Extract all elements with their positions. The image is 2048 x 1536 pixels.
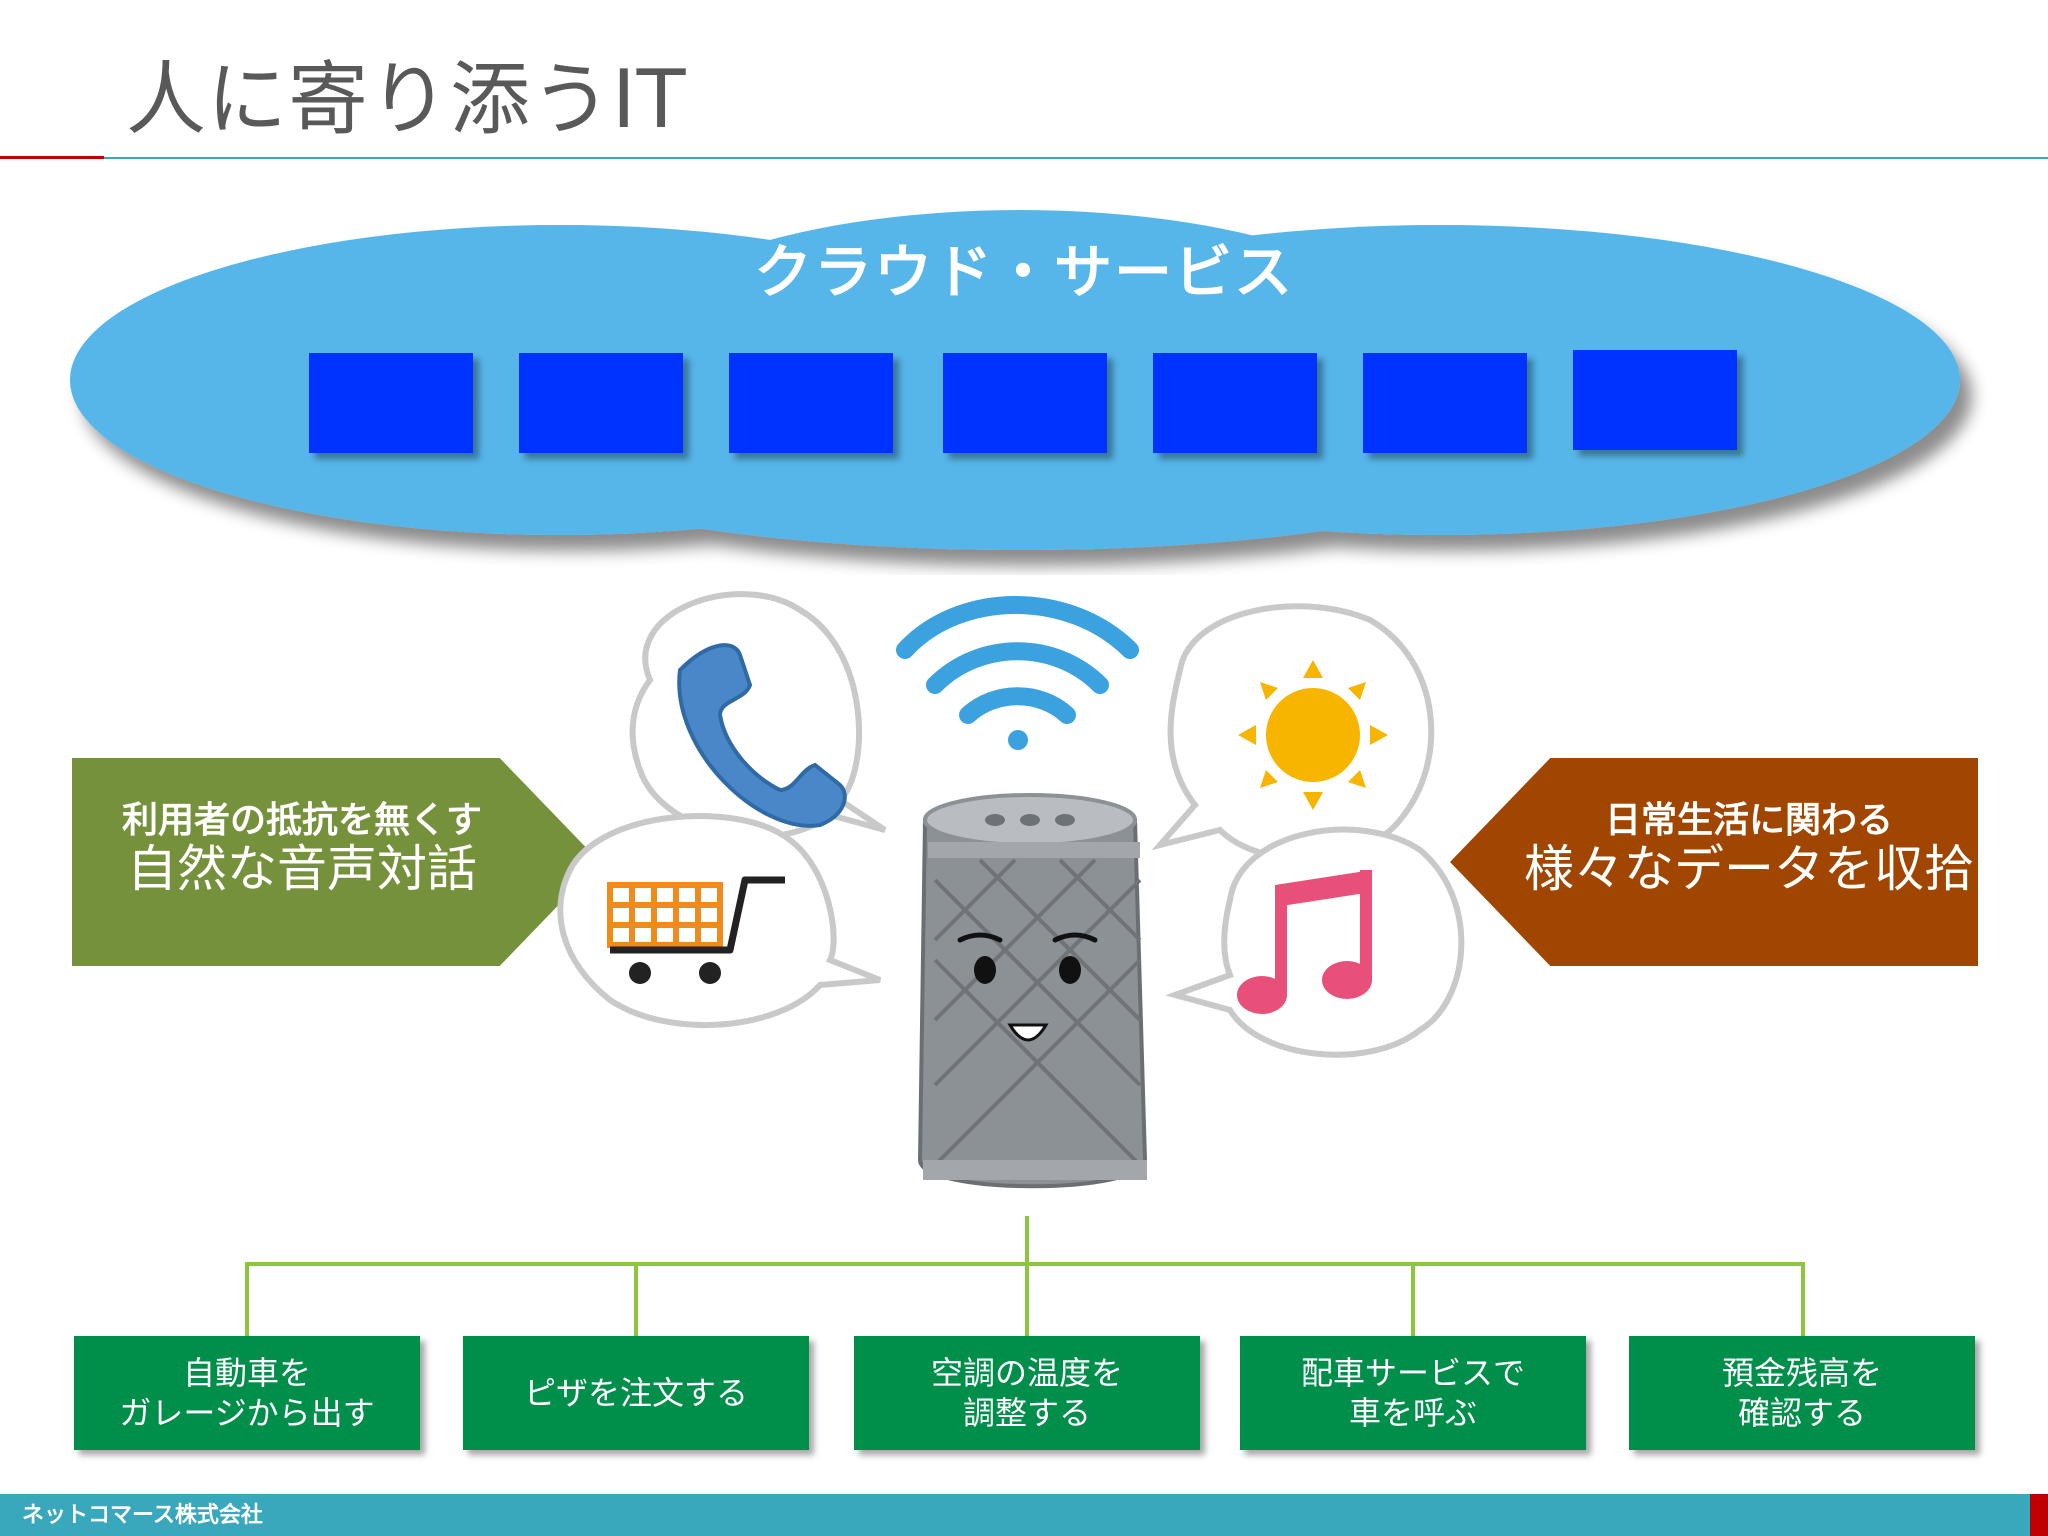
phone-icon: [629, 591, 887, 840]
tree-connector-branch: [1411, 1262, 1415, 1336]
left-callout-arrow: 利用者の抵抗を無くす 自然な音声対話: [72, 758, 600, 966]
service-box-pizza: ピザを注文する: [463, 1336, 809, 1450]
tree-connector-branch: [1801, 1262, 1805, 1336]
music-note-icon: [1165, 826, 1465, 1058]
tree-connector-trunk: [1025, 1216, 1029, 1264]
right-callout-arrow: 日常生活に関わる 様々なデータを収拾: [1450, 758, 1978, 966]
slide-title: 人に寄り添うIT: [126, 53, 687, 146]
smart-speaker-illustration: [557, 591, 1465, 1189]
tree-connector-branch: [245, 1262, 249, 1336]
footer-company: ネットコマース株式会社: [22, 1503, 263, 1528]
cloud-service-block: [519, 353, 683, 453]
smart-speaker-icon: [917, 793, 1148, 1189]
title-rule: [104, 157, 2048, 159]
cart-icon: [557, 813, 882, 1029]
right-callout-line2: 様々なデータを収拾: [1524, 840, 1974, 899]
cloud-label: クラウド・サービス: [753, 238, 1294, 306]
service-box-balance: 預金残高を 確認する: [1629, 1336, 1975, 1450]
right-callout-line1: 日常生活に関わる: [1604, 800, 1893, 841]
cloud-service-block: [1153, 353, 1317, 453]
service-box-aircon: 空調の温度を 調整する: [854, 1336, 1200, 1450]
left-callout-line2: 自然な音声対話: [127, 840, 477, 899]
tree-connector-branch: [1025, 1262, 1029, 1336]
service-box-car: 自動車を ガレージから出す: [74, 1336, 420, 1450]
service-box-ride: 配車サービスで 車を呼ぶ: [1240, 1336, 1586, 1450]
cloud-service-block: [1573, 350, 1737, 450]
title-rule-accent: [0, 156, 104, 159]
wifi-icon: [896, 596, 1139, 750]
cloud-service-block: [729, 353, 893, 453]
footer-accent: [2030, 1494, 2048, 1536]
tree-connector-branch: [634, 1262, 638, 1336]
left-callout-line1: 利用者の抵抗を無くす: [121, 800, 482, 841]
sun-icon: [1151, 603, 1435, 862]
cloud-service-block: [1363, 353, 1527, 453]
cloud-service-block: [309, 353, 473, 453]
footer-bar: [0, 1494, 2048, 1536]
cloud-service-block: [943, 353, 1107, 453]
